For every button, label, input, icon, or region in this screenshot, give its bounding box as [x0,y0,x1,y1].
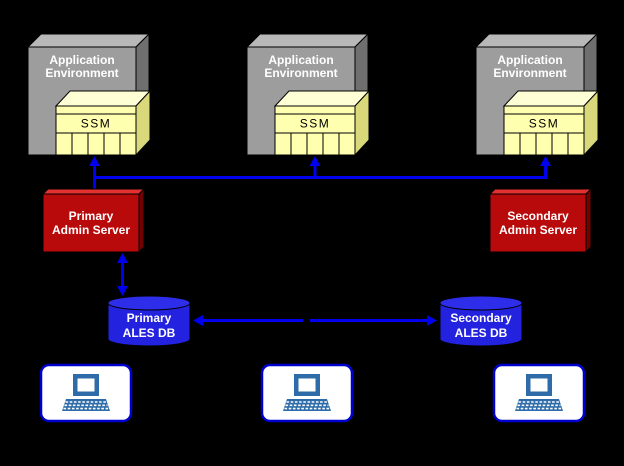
arrowhead-up-ssm2 [309,156,321,166]
application-environment-3: Application Environment SSM [474,32,600,157]
app-env-title-line2: Environment [264,66,337,80]
application-environment-2: Application Environment SSM [245,32,371,157]
ssm-front-face [55,105,137,156]
monitor-screen [298,378,316,392]
app-env-title-line1: Application [497,53,562,67]
app-env-title-line1: Application [268,53,333,67]
db-cylinder-top [107,295,191,311]
admin-server-title-line1: Primary [69,209,114,223]
ssm-label: SSM [300,117,331,131]
db-title-line1: Secondary [450,311,512,325]
arrowhead-down-db [117,286,128,296]
admin-server-top-face [488,188,593,195]
ssm-top-face [502,90,600,107]
app-env-top-face [474,33,599,48]
admin-server-front-face [489,193,587,253]
ssm-module-3: SSM [502,89,600,157]
ssm-module-2: SSM [273,89,371,157]
monitor-screen [530,378,548,392]
monitor-screen [77,378,95,392]
ssm-front-face [274,105,356,156]
arrowhead-up-admin [117,253,128,263]
arrowhead-up-ssm3 [540,156,551,166]
admin-server-right-face [138,187,145,254]
primary-ales-db: Primary ALES DB [107,295,191,347]
ssm-top-face [273,90,371,107]
ssm-label: SSM [529,117,560,131]
admin-server-title-line2: Admin Server [499,223,577,237]
secondary-ales-db: Secondary ALES DB [439,295,523,347]
ssm-module-1: SSM [54,89,152,157]
db-cylinder-body [439,302,523,347]
db-cylinder-body [107,302,191,347]
workstation-3 [492,363,586,423]
workstation-2 [260,363,354,423]
ssm-label: SSM [81,117,112,131]
computer-icon [283,374,331,411]
app-env-top-face [245,33,370,48]
app-env-title-line1: Application [49,53,114,67]
admin-server-top-face [41,188,146,195]
db-title-line2: ALES DB [455,326,508,340]
application-environment-1: Application Environment SSM [26,32,152,157]
db-cylinder-top [439,295,523,311]
ssm-front-face [503,105,585,156]
app-env-top-face [26,33,151,48]
admin-server-title-line2: Admin Server [52,223,130,237]
ssm-top-face [54,90,152,107]
secondary-admin-server: Secondary Admin Server [488,187,593,254]
admin-server-front-face [42,193,140,253]
admin-server-title-line1: Secondary [507,209,569,223]
app-env-title-line2: Environment [493,66,566,80]
db-title-line2: ALES DB [123,326,176,340]
arrowhead-right-secondary-db [427,315,437,326]
arrowhead-left-primary-db [193,315,203,326]
connectors [89,156,551,326]
app-env-title-line2: Environment [45,66,118,80]
primary-admin-server: Primary Admin Server [41,187,146,254]
arrowhead-up-ssm1 [89,156,100,166]
admin-server-right-face [585,187,592,254]
workstation-1 [39,363,133,423]
db-title-line1: Primary [127,311,172,325]
computer-icon [62,374,110,411]
computer-icon [515,374,563,411]
